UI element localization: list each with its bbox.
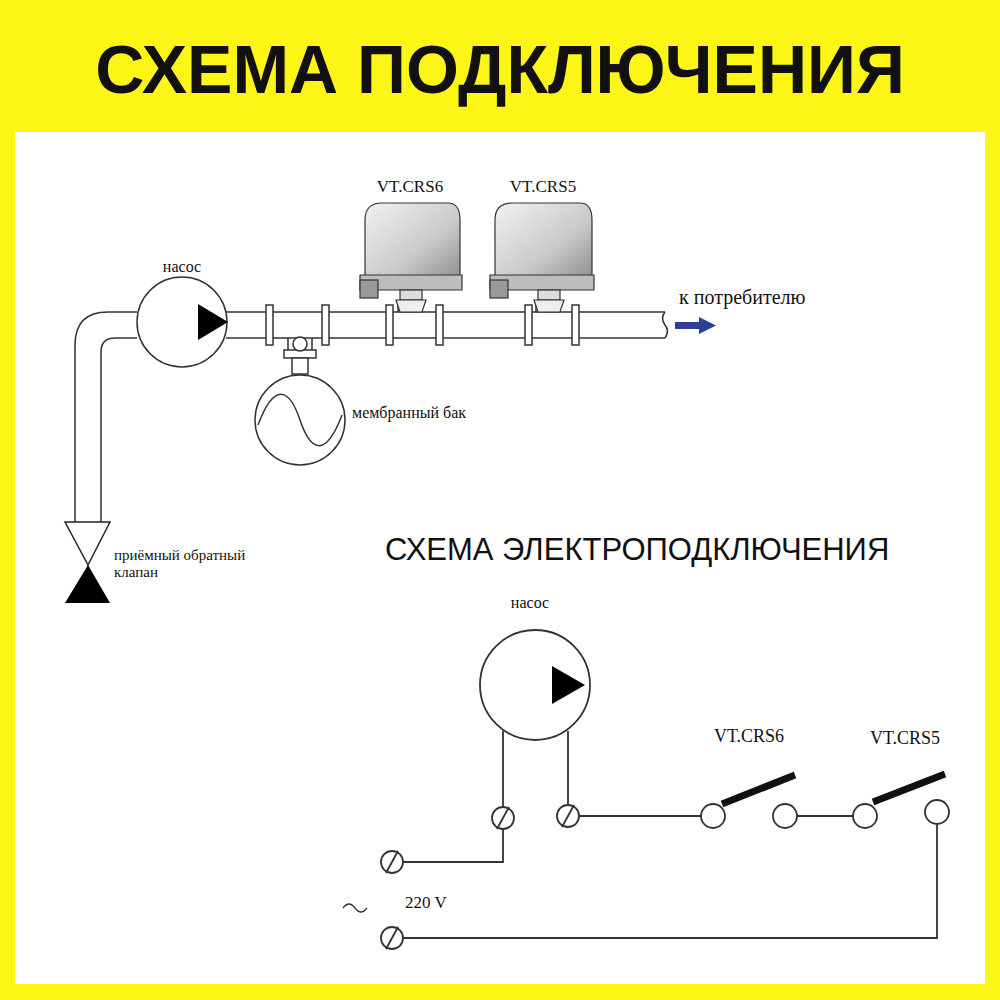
device-label: VT.CRS6: [377, 177, 443, 197]
check-valve: [65, 522, 110, 603]
switch-lever: [873, 774, 945, 802]
pump-label: насос: [511, 594, 549, 612]
flow-label: к потребителю: [679, 286, 805, 309]
pipework: [75, 277, 668, 522]
device-label: VT.CRS5: [510, 177, 576, 197]
voltage-label: 220 V: [405, 893, 447, 913]
switch-label: VT.CRS6: [714, 726, 784, 747]
switch-label: VT.CRS5: [870, 728, 940, 749]
valve-label: приёмный обратный клапан: [114, 547, 246, 582]
page-title: СХЕМА ПОДКЛЮЧЕНИЯ: [95, 30, 905, 108]
flow-arrow: [675, 317, 716, 334]
pressure-switch: [360, 203, 462, 312]
section-title: СХЕМА ЭЛЕКТРОПОДКЛЮЧЕНИЯ: [385, 532, 889, 568]
switch-lever: [722, 775, 795, 804]
tank-label: мембранный бак: [352, 404, 466, 422]
wiring: [343, 630, 949, 949]
pump-label: насос: [163, 258, 201, 276]
pressure-switch: [490, 203, 594, 312]
